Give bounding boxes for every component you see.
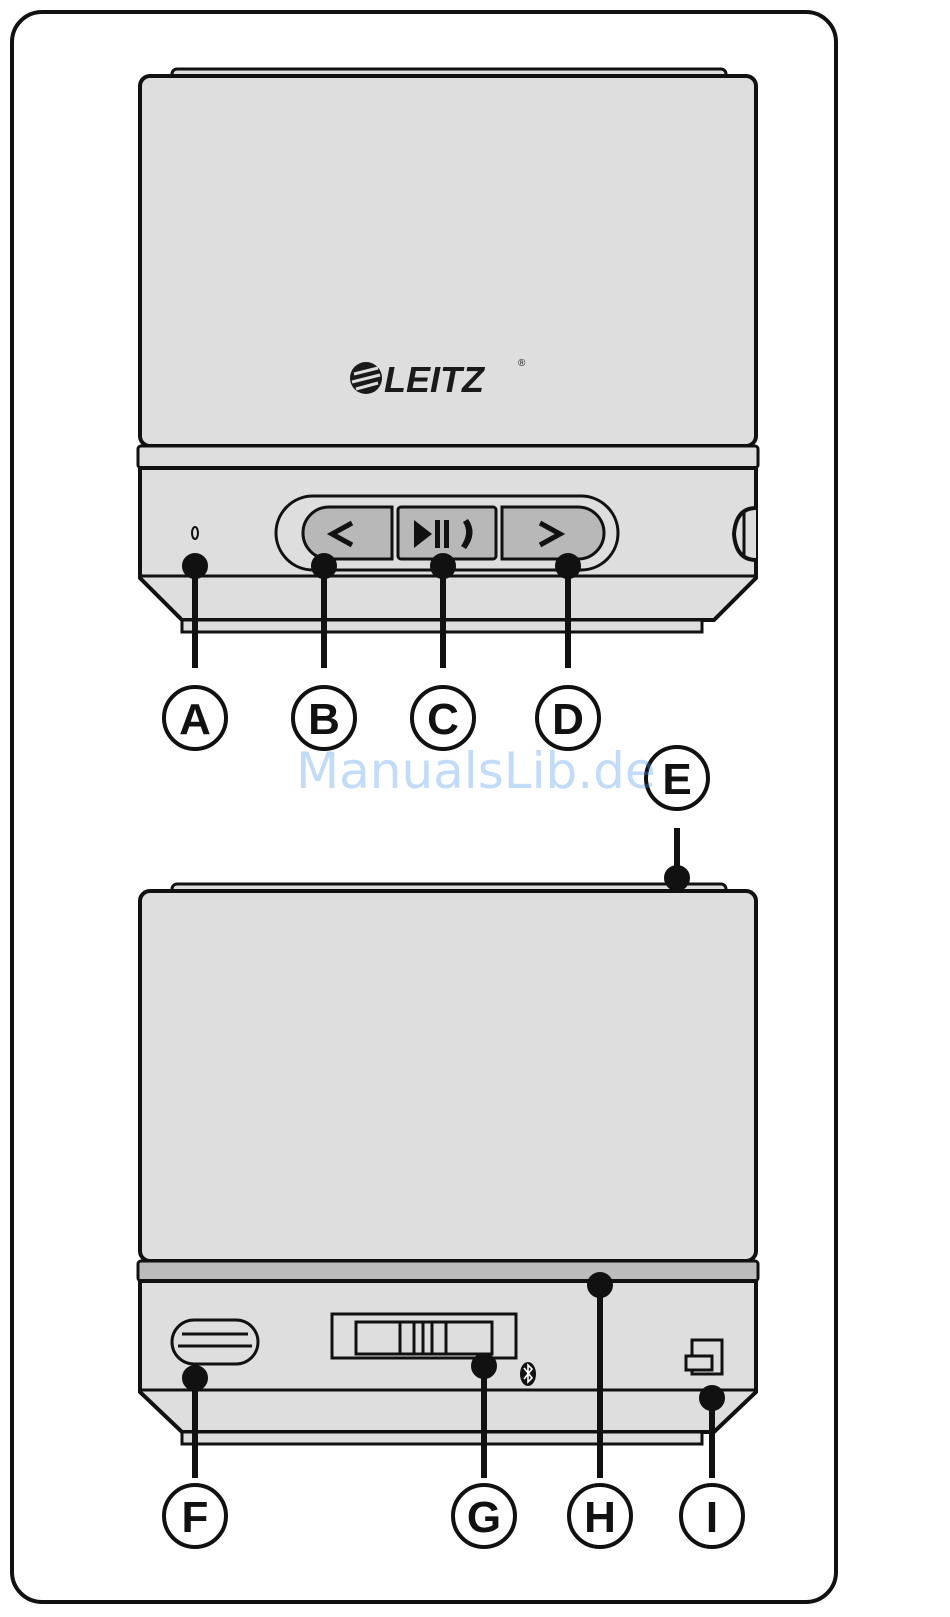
callout-F: F: [164, 1485, 226, 1547]
previous-button[interactable]: [303, 507, 392, 559]
callout-C: C: [412, 687, 474, 749]
callout-I: I: [681, 1485, 743, 1547]
aux-jack-icon[interactable]: [172, 1320, 258, 1364]
speaker-front-view: LEITZ ®: [138, 69, 758, 632]
bluetooth-icon: [520, 1362, 536, 1386]
svg-text:F: F: [182, 1493, 209, 1542]
speaker-band: [138, 446, 758, 468]
callout-B: B: [293, 687, 355, 749]
svg-text:C: C: [427, 695, 459, 744]
watermark-text: ManualsLib.de: [296, 742, 656, 800]
svg-text:D: D: [552, 695, 584, 744]
callout-A: A: [164, 687, 226, 749]
svg-text:A: A: [179, 695, 211, 744]
svg-text:G: G: [467, 1493, 501, 1542]
micro-usb-port-icon[interactable]: [686, 1340, 722, 1374]
slide-switch-icon[interactable]: [332, 1314, 516, 1358]
callout-H: H: [569, 1485, 631, 1547]
callout-G: G: [453, 1485, 515, 1547]
svg-text:I: I: [706, 1493, 718, 1542]
svg-text:E: E: [662, 755, 691, 804]
registered-mark: ®: [518, 358, 526, 369]
svg-text:B: B: [308, 695, 340, 744]
speaker-back-body: [140, 891, 756, 1261]
speaker-band-back: [138, 1261, 758, 1281]
brand-logo-text: LEITZ: [384, 359, 486, 400]
callout-D: D: [537, 687, 599, 749]
speaker-back-view: [138, 884, 758, 1444]
svg-text:H: H: [584, 1493, 616, 1542]
